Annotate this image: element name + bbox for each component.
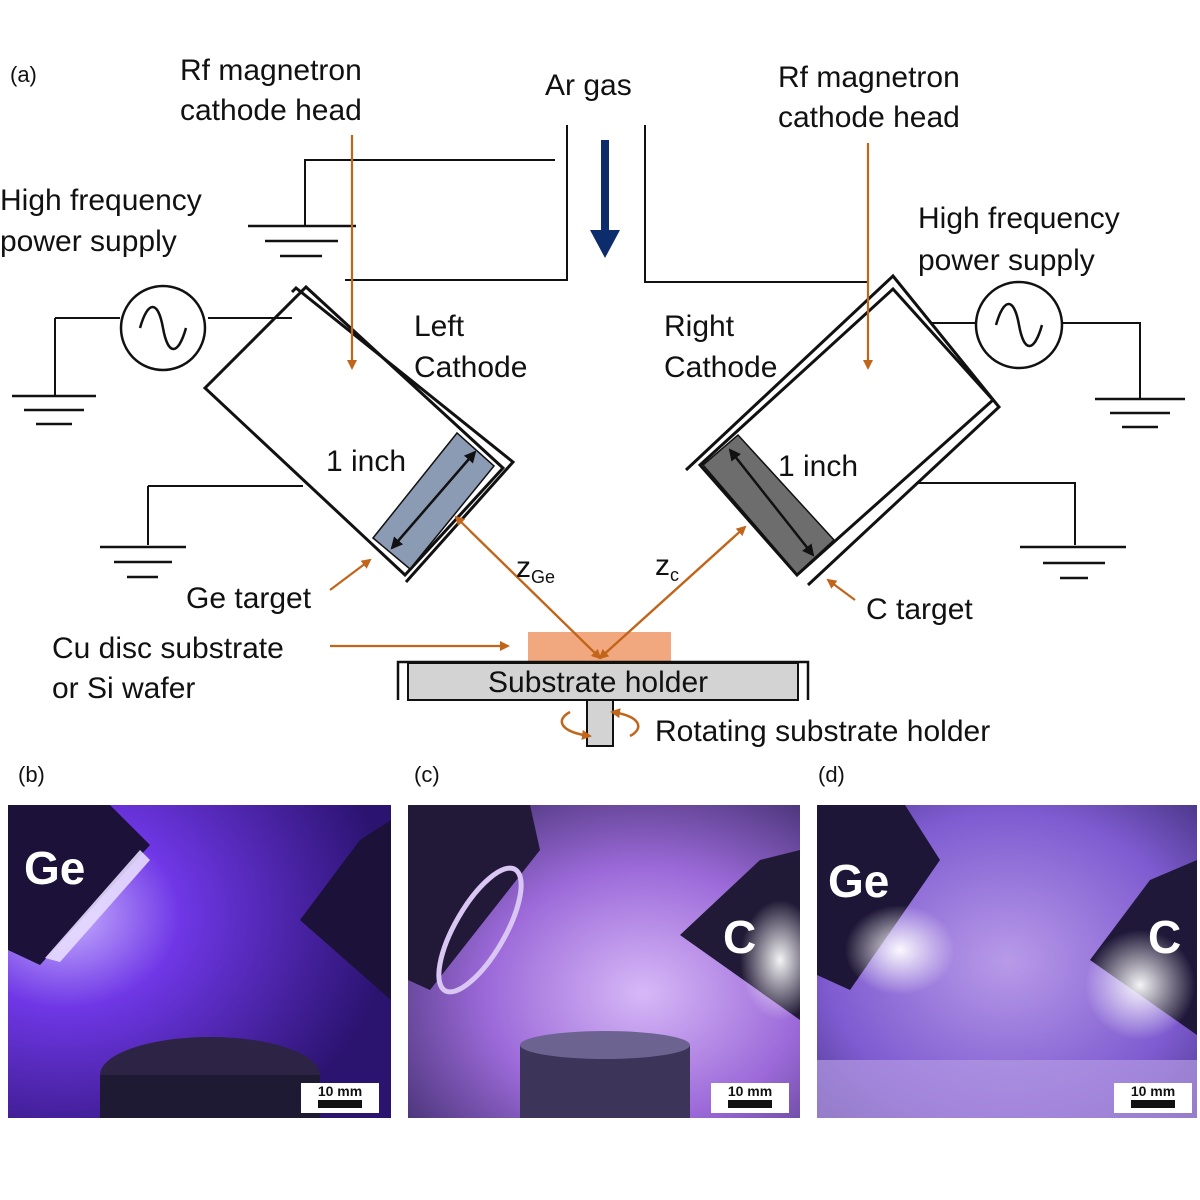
photo-c-scale-bar [728,1100,772,1108]
gas-inlet-left-wall [345,125,568,281]
right-cathode-line1: Right [664,310,735,343]
ar-gas-label: Ar gas [545,69,632,102]
right-ac-source-icon [974,280,1064,370]
rotation-arrow-icon [560,708,640,740]
right-ground-wire [916,482,1076,545]
photo-c-scale-label: 10 mm [728,1083,772,1099]
substrate-holder-label: Substrate holder [488,666,708,699]
rf-head-right-line1: Rf magnetron [778,61,960,94]
rotating-holder-label: Rotating substrate holder [655,715,990,748]
ge-target-label: Ge target [186,582,312,615]
rf-head-right-line2: cathode head [778,101,960,134]
panel-a-schematic [54,125,1141,587]
left-cathode-line2: Cathode [414,351,527,384]
panel-label-c: (c) [414,762,440,787]
left-cathode-housing [202,284,516,583]
photo-b-scale-label: 10 mm [318,1083,362,1099]
left-hf-wire [54,317,292,395]
z-ge-label: zGe [516,551,555,587]
c-target-arrow [826,578,856,601]
photo-c: C 10 mm [408,805,800,1118]
inch-label-right: 1 inch [778,450,858,483]
photo-d-ge-label: Ge [828,855,889,907]
hf-left-line1: High frequency [0,184,202,217]
photo-b-scale-bar [318,1100,362,1108]
ground-icon-right-hf [1095,397,1185,429]
rf-head-left-line1: Rf magnetron [180,54,362,87]
inch-label-left: 1 inch [326,445,406,478]
z-ge-arrow-down [469,530,602,660]
hf-right-line2: power supply [918,244,1095,277]
z-c-label: zc [655,549,679,585]
orange-arrows [329,135,873,660]
left-cathode-line1: Left [414,310,465,343]
photo-b-ge-label: Ge [24,842,85,894]
right-hf-wire [930,322,1141,398]
cu-disc-line1: Cu disc substrate [52,632,284,665]
z-c-arrow-down [598,535,736,660]
inch-arrow-left [390,450,477,550]
substrate-holder [396,660,810,747]
panel-label-a: (a) [10,62,37,87]
left-ac-source-icon [119,284,207,372]
ground-icon-left-hf [12,394,96,426]
right-cathode-line2: Cathode [664,351,777,384]
rf-head-left-line2: cathode head [180,94,362,127]
photo-d-scale-bar [1131,1100,1175,1108]
photo-d-scale-label: 10 mm [1131,1083,1175,1099]
inch-arrow-right [728,448,815,557]
left-ground-wire [147,485,303,545]
hf-right-line1: High frequency [918,202,1120,235]
photo-c-c-label: C [723,911,756,963]
cu-disc-line2: or Si wafer [52,672,195,705]
photo-b: Ge 10 mm [8,805,391,1118]
ground-wire-top-left [304,159,555,225]
gas-flow-arrow [590,140,620,258]
photo-d-c-label: C [1148,911,1181,963]
photo-d: Ge C 10 mm [817,805,1197,1118]
panel-label-b: (b) [18,762,45,787]
c-target-label: C target [866,593,973,626]
ground-icon-top [248,224,356,258]
gas-inlet-right-wall [644,125,868,283]
ground-icon-right-cathode [1020,545,1126,580]
hf-left-line2: power supply [0,225,177,258]
ground-icon-left-cathode [100,545,186,579]
ge-target-arrow [329,558,372,591]
panel-label-d: (d) [818,762,845,787]
